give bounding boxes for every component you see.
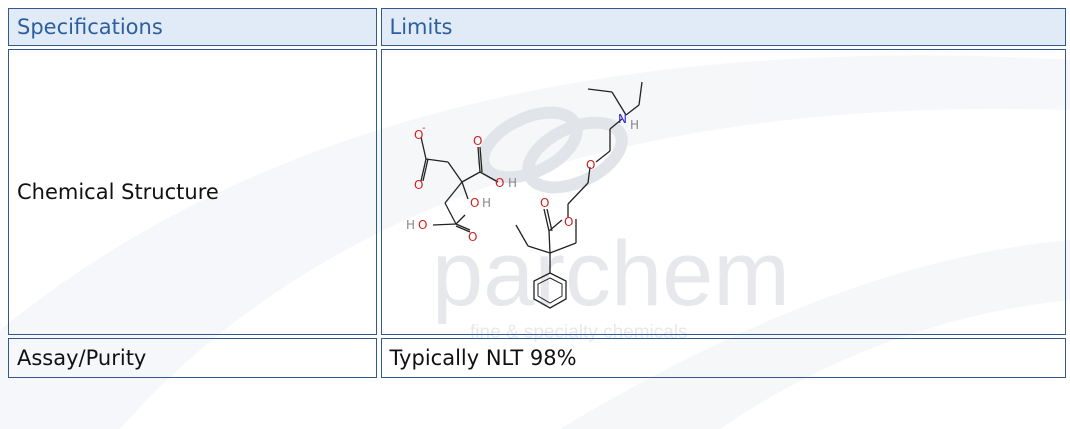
atom-h-ammonium: H (630, 118, 639, 132)
atom-charge: - (422, 123, 426, 134)
atom-n: N (618, 112, 627, 126)
atom-o-ester: O (564, 215, 573, 229)
header-specifications: Specifications (8, 8, 377, 46)
spec-assay-purity: Assay/Purity (8, 338, 377, 378)
spec-chemical-structure: Chemical Structure (8, 49, 377, 335)
atom-h-lower: H (406, 218, 415, 232)
atom-o-acid-side: O (495, 176, 504, 190)
atom-o-ether: O (586, 158, 595, 172)
atom-h-acid: H (508, 176, 517, 190)
atom-h-hydroxy: H (482, 196, 491, 210)
table-header-row: Specifications Limits (8, 8, 1066, 46)
limit-structure-cell: O - O O O O O O O O O H H H H (380, 49, 1066, 335)
table-row: Assay/Purity Typically NLT 98% (8, 338, 1066, 378)
header-limits: Limits (380, 8, 1066, 46)
atom-o-lower: O (468, 230, 477, 244)
atom-o-acid-top: O (473, 134, 482, 148)
limit-assay-purity: Typically NLT 98% (380, 338, 1066, 378)
atom-o-ester-carbonyl: O (540, 196, 549, 210)
atom-o-carbonyl-1: O (414, 178, 423, 192)
atom-o-hydroxy: O (470, 196, 479, 210)
spec-table: Specifications Limits Chemical Structure (4, 5, 1070, 381)
chemical-structure-image: O - O O O O O O O O O H H H H (406, 81, 643, 309)
atom-o-lower-left: O (418, 218, 427, 232)
table-row: Chemical Structure (8, 49, 1066, 335)
